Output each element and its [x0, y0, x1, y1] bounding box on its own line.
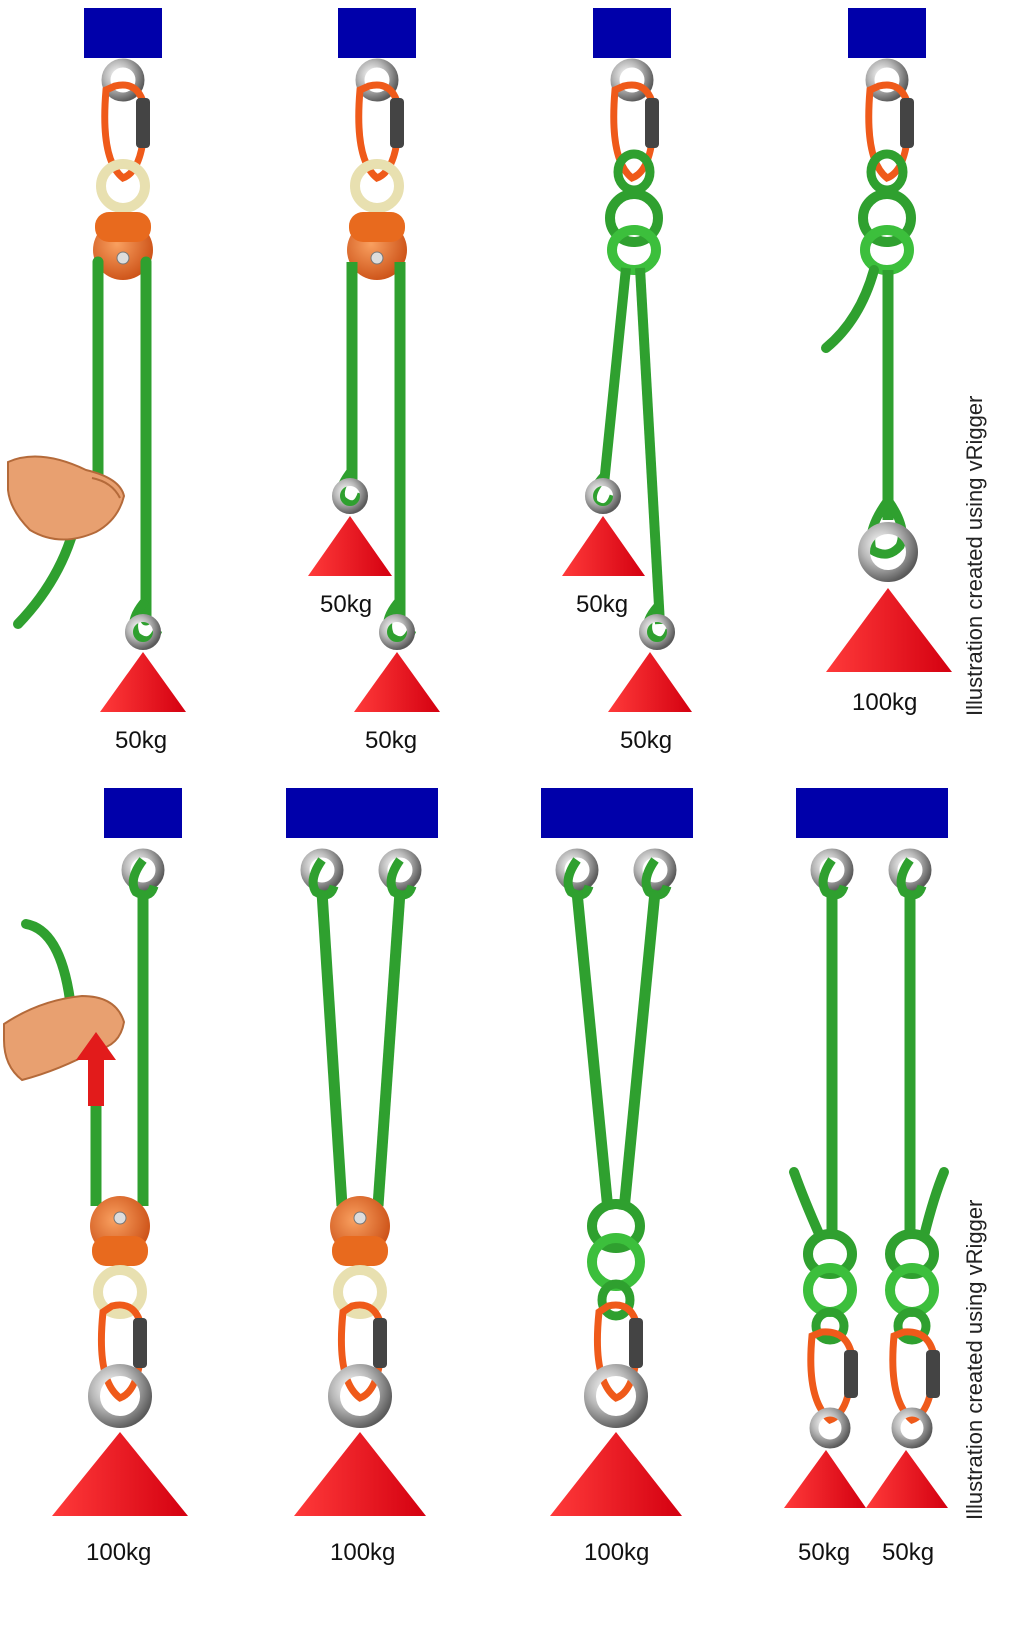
figure-eight-knot	[610, 154, 658, 270]
rope-left-strand	[322, 892, 342, 1206]
load-weight-left	[784, 1450, 866, 1508]
load-label-upper: 50kg	[320, 591, 372, 618]
credit-text-top: Illustration created using vRigger	[962, 396, 987, 716]
panel-8-two-separate-loads: 50kg 50kg	[784, 788, 948, 1566]
pulley-side-plate	[332, 1236, 388, 1266]
load-weight	[550, 1432, 682, 1516]
pulley-axle	[371, 252, 383, 264]
figure-eight-knot-left	[808, 1234, 852, 1340]
load-weight-lower	[608, 652, 692, 712]
panel-7-knot-bridle: 100kg	[541, 788, 693, 1566]
rope-right-strand	[640, 268, 660, 624]
load-label: 100kg	[852, 689, 917, 716]
carabiner-gate	[133, 1318, 147, 1368]
rope-left-strand	[604, 268, 626, 484]
hand-icon	[8, 457, 124, 540]
anchor-block	[338, 8, 416, 58]
load-label: 50kg	[115, 727, 167, 754]
anchor-block	[84, 8, 162, 58]
anchor-block	[848, 8, 926, 58]
carabiner-gate	[373, 1318, 387, 1368]
load-label-left: 50kg	[798, 1539, 850, 1566]
pulley-axle	[117, 252, 129, 264]
figure-eight-knot	[592, 1204, 640, 1316]
load-label: 100kg	[584, 1539, 649, 1566]
panel-4-knot-single-load: 100kg	[826, 8, 952, 716]
figure-eight-knot-right	[890, 1234, 934, 1340]
anchor-block	[541, 788, 693, 838]
load-weight-lower	[354, 652, 440, 712]
load-weight-upper	[308, 516, 392, 576]
panel-2-pulley-two-loads: 50kg 50kg	[308, 8, 440, 754]
anchor-block	[286, 788, 438, 838]
load-weight-upper	[562, 516, 645, 576]
pulley-axle	[114, 1212, 126, 1224]
load-label-right: 50kg	[882, 1539, 934, 1566]
rope-tail-right	[924, 1172, 944, 1236]
pulley-axle	[354, 1212, 366, 1224]
panel-5-floating-pulley: 100kg	[4, 788, 188, 1566]
panel-6-pulley-bridle: 100kg	[286, 788, 438, 1566]
load-weight	[294, 1432, 426, 1516]
pulley-side-plate	[95, 212, 151, 242]
carabiner-gate	[900, 98, 914, 148]
pulley-side-plate	[92, 1236, 148, 1266]
carabiner-gate	[645, 98, 659, 148]
load-label: 100kg	[86, 1539, 151, 1566]
rope-left-strand	[577, 892, 608, 1210]
anchor-block	[593, 8, 671, 58]
carabiner-gate	[390, 98, 404, 148]
rope-right-strand	[624, 892, 655, 1210]
load-weight-right	[866, 1450, 948, 1508]
carabiner-gate-left	[844, 1350, 858, 1398]
carabiner-gate	[629, 1318, 643, 1368]
swivel	[355, 164, 399, 208]
carabiner-gate	[136, 98, 150, 148]
load-label-lower: 50kg	[365, 727, 417, 754]
rope-tail-left	[794, 1172, 820, 1236]
load-weight	[826, 588, 952, 672]
pulley-side-plate	[349, 212, 405, 242]
load-label-upper: 50kg	[576, 591, 628, 618]
load-label: 100kg	[330, 1539, 395, 1566]
anchor-block	[104, 788, 182, 838]
rope-tail	[826, 270, 874, 348]
swivel	[101, 164, 145, 208]
load-weight	[100, 652, 186, 712]
panel-3-knot-two-loads: 50kg 50kg	[562, 8, 692, 754]
rope-tail	[26, 924, 70, 1000]
load-weight	[52, 1432, 188, 1516]
load-label-lower: 50kg	[620, 727, 672, 754]
panel-1-pulley-haul: 50kg	[8, 8, 186, 754]
carabiner-gate-right	[926, 1350, 940, 1398]
anchor-block	[796, 788, 948, 838]
figure-eight-knot	[863, 154, 911, 270]
rope-right-strand	[378, 892, 400, 1206]
hand-icon	[4, 996, 124, 1080]
credit-text-bottom: Illustration created using vRigger	[962, 1200, 987, 1520]
